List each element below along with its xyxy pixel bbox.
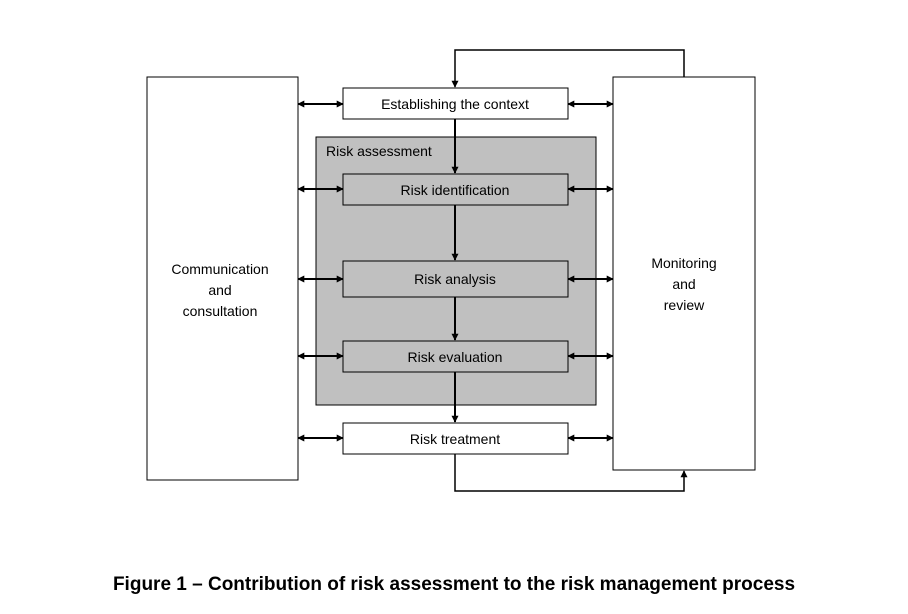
loop-monitoring-to-context	[451, 49, 685, 88]
monitoring-label-line3: review	[664, 297, 705, 313]
communication-label-line1: Communication	[171, 261, 268, 277]
risk-identification-label: Risk identification	[401, 182, 510, 198]
establishing-context-label: Establishing the context	[381, 96, 529, 112]
risk-evaluation-label: Risk evaluation	[408, 349, 503, 365]
figure-caption: Figure 1 – Contribution of risk assessme…	[112, 574, 796, 595]
risk-assessment-label: Risk assessment	[326, 143, 432, 159]
monitoring-label-line1: Monitoring	[651, 255, 716, 271]
loop-treatment-to-monitoring	[454, 454, 688, 492]
risk-identification-box	[342, 173, 569, 206]
communication-consultation-panel	[146, 76, 299, 481]
monitoring-label-line2: and	[672, 276, 695, 292]
communication-label-line3: consultation	[183, 303, 258, 319]
monitoring-review-panel	[612, 76, 756, 471]
communication-label-line2: and	[208, 282, 231, 298]
risk-analysis-box	[342, 260, 569, 298]
risk-treatment-label: Risk treatment	[410, 431, 500, 447]
establishing-context-box	[342, 87, 569, 120]
risk-analysis-label: Risk analysis	[414, 271, 496, 287]
